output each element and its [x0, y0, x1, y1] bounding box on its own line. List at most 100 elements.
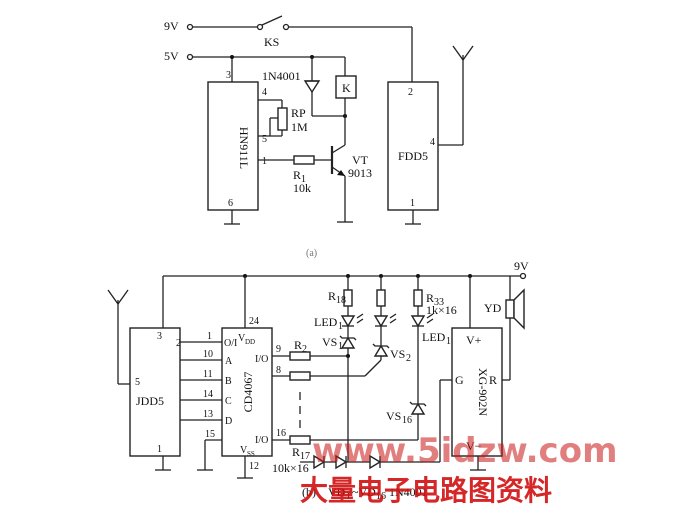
diode-1n4001 — [303, 80, 321, 94]
r1-label: R — [293, 168, 301, 182]
resistor-r33 — [413, 289, 423, 307]
pin-label: 1 — [157, 444, 162, 455]
relay-label: K — [342, 81, 351, 95]
led1-icon — [340, 315, 356, 328]
emitter-arrow — [337, 170, 345, 176]
pin-label: 1 — [410, 198, 415, 209]
ic-pin-r: R — [489, 373, 497, 387]
speaker-icon — [505, 299, 515, 319]
mux-pin-c: C — [225, 396, 232, 407]
ic-hn911l — [207, 81, 259, 211]
pin-label: 1 — [262, 156, 267, 167]
vs1-label: VS — [322, 335, 337, 349]
pin-label: 4 — [430, 137, 435, 148]
ic-pin-g: G — [455, 373, 464, 387]
ic-cd4067 — [221, 327, 273, 457]
r2-label: R — [294, 338, 302, 352]
light-ray — [356, 313, 364, 319]
ic-vplus: V+ — [466, 333, 482, 347]
mux-vss-sub: SS — [247, 450, 255, 458]
r2-sub: 2 — [302, 344, 307, 355]
pin-label: 1 — [207, 331, 212, 342]
ic-fdd5 — [387, 81, 439, 211]
relay-k — [335, 75, 357, 99]
pin-label: 5 — [135, 377, 140, 388]
caption-a: (a) — [306, 248, 317, 259]
resistor-r1 — [293, 155, 315, 165]
pin-label: 6 — [228, 198, 233, 209]
pot-value: 1M — [291, 120, 308, 134]
switch-contact — [282, 23, 290, 31]
junction — [230, 55, 234, 59]
r1-sub: 1 — [301, 174, 306, 185]
vs2-sub: 2 — [406, 353, 411, 364]
antenna-icon — [452, 45, 474, 62]
vs16-sub: 16 — [402, 415, 412, 426]
vd-value: 1N4001 — [389, 485, 428, 499]
mux-pin-d: D — [225, 416, 232, 427]
watermark-url: www.5idzw.com — [312, 431, 618, 471]
terminal-5v — [186, 53, 194, 61]
pot-label: RP — [291, 106, 306, 120]
zener-bar — [409, 401, 427, 407]
led1-label: LED — [314, 315, 338, 329]
switch-ks — [261, 15, 283, 26]
mux-pin-io1: I/O — [255, 354, 268, 365]
r17-sub: 17 — [300, 451, 310, 462]
terminal-9v-a — [186, 23, 194, 31]
mux-vdd: V — [238, 333, 246, 344]
switch-contact — [256, 23, 264, 31]
pin-label: 2 — [408, 87, 413, 98]
vs16-label: VS — [386, 409, 401, 423]
vd-sub16: 16 — [376, 491, 386, 502]
diode-vd-icon — [369, 454, 382, 470]
supply-9v-label-b: 9V — [514, 259, 529, 273]
vd-label: VD — [328, 485, 346, 499]
r33-value: 1k×16 — [426, 303, 457, 317]
vd-mid: ~VD — [352, 485, 376, 499]
mux-pin-a: A — [225, 356, 233, 367]
vd-sub1: 1 — [346, 491, 351, 502]
led16-label: LED — [422, 330, 446, 344]
vs2-label: VS — [390, 347, 405, 361]
light-ray — [389, 313, 397, 319]
watermark-title: 大量电子电路图资料 — [300, 474, 552, 507]
supply-5v-label: 5V — [164, 49, 179, 63]
zener-bar — [372, 343, 390, 349]
resistor-r3 — [289, 371, 311, 381]
transistor-collector — [331, 144, 346, 154]
pin-label: 10 — [203, 349, 213, 360]
pin-label: 9 — [276, 344, 281, 355]
potentiometer-rp — [277, 107, 288, 131]
led2-icon — [373, 315, 389, 328]
r1-value: 10k — [293, 181, 311, 195]
ic-fdd5-name: FDD5 — [398, 149, 428, 163]
supply-9v-label-a: 9V — [164, 19, 179, 33]
r18-sub: 18 — [336, 295, 346, 306]
ic-xg902n-name: XG-902N — [476, 368, 490, 416]
pin-label: 2 — [176, 338, 181, 349]
pin-label: 12 — [249, 461, 259, 472]
transistor-value: 9013 — [348, 166, 372, 180]
wire — [364, 359, 382, 377]
light-ray — [356, 318, 364, 324]
pin-label: 5 — [262, 134, 267, 145]
ic-xg902n — [451, 327, 503, 457]
light-ray — [389, 318, 397, 324]
led16-sub: 16 — [446, 336, 456, 347]
led1-sub: 1 — [338, 321, 343, 332]
light-ray — [426, 313, 434, 319]
zener-vs1-icon — [340, 336, 356, 349]
r17-value: 10k×16 — [272, 461, 309, 475]
speaker-cone — [513, 288, 525, 330]
diode-vd-icon — [313, 454, 326, 470]
ic-hn911l-name: HN911L — [237, 127, 251, 169]
pin-label: 3 — [226, 70, 231, 81]
diode-vd-icon — [335, 454, 348, 470]
ic-vminus: V− — [466, 439, 482, 453]
zener-vs16-icon — [410, 402, 426, 415]
pin-label: 13 — [203, 409, 213, 420]
pin-label: 16 — [276, 428, 286, 439]
light-ray — [426, 318, 434, 324]
